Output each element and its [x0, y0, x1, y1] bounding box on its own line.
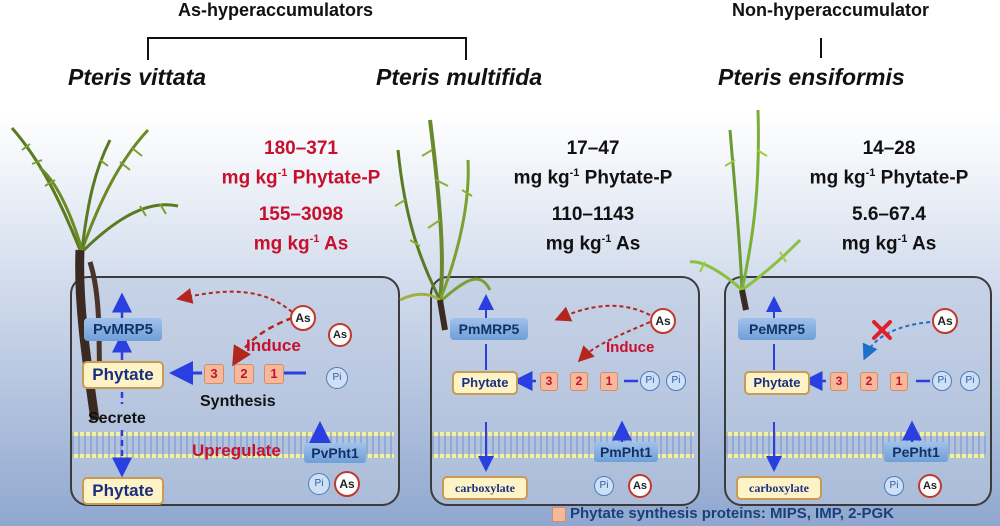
pm-step-3: 3: [540, 372, 558, 391]
pm-step-2: 2: [570, 372, 588, 391]
pe-pi-icon-2: Pi: [960, 371, 980, 391]
pv-mrp5-transporter: PvMRP5: [84, 318, 162, 341]
group-label-hyperaccumulators: As-hyperaccumulators: [178, 0, 374, 20]
pv-step-1: 1: [264, 364, 284, 384]
pe-pht1-transporter: PePht1: [884, 442, 948, 462]
pm-as-icon: As: [650, 308, 676, 334]
species-name-multifida: Pteris multifida: [376, 64, 543, 90]
pv-secrete-label: Secrete: [88, 410, 146, 427]
pm-phytate-unit: mg kg-1 Phytate-P: [513, 167, 673, 189]
pe-phytate-intracellular: Phytate: [744, 371, 810, 395]
pv-as-range: 155–3098: [258, 204, 344, 226]
pe-mrp5-transporter: PeMRP5: [738, 318, 816, 340]
pv-as-inside-icon: As: [328, 323, 352, 347]
pm-step-1: 1: [600, 372, 618, 391]
pv-pi-uptake-icon: Pi: [308, 473, 330, 495]
pv-upregulate-label: Upregulate: [192, 441, 281, 460]
pe-as-uptake-icon: As: [918, 474, 942, 498]
pv-step-2: 2: [234, 364, 254, 384]
pm-pi-icon-2: Pi: [666, 371, 686, 391]
pv-as-outside-icon: As: [290, 305, 316, 331]
pv-pht1-transporter: PvPht1: [304, 443, 366, 463]
pv-concentrations: 180–371 mg kg-1 Phytate-P 155–3098 mg kg…: [206, 136, 396, 257]
pm-concentrations: 17–47 mg kg-1 Phytate-P 110–1143 mg kg-1…: [498, 136, 688, 257]
pe-pi-icon-1: Pi: [932, 371, 952, 391]
pv-as-unit: mg kg-1 As: [253, 233, 349, 255]
pm-pi-icon-1: Pi: [640, 371, 660, 391]
pe-step-1: 1: [890, 372, 908, 391]
fern-ensiformis-icon: [689, 109, 802, 311]
pe-as-unit: mg kg-1 As: [841, 233, 937, 255]
pv-phytate-range: 180–371: [264, 138, 338, 159]
pm-phytate-intracellular: Phytate: [452, 371, 518, 395]
pe-phytate-range: 14–28: [862, 138, 916, 159]
blocked-cross-icon: [872, 320, 892, 340]
pv-synthesis-label: Synthesis: [200, 393, 276, 410]
pm-pht1-transporter: PmPht1: [594, 442, 658, 462]
pe-phytate-unit: mg kg-1 Phytate-P: [809, 167, 969, 189]
pe-concentrations: 14–28 mg kg-1 Phytate-P 5.6–67.4 mg kg-1…: [794, 136, 984, 257]
legend-text: Phytate synthesis proteins: MIPS, IMP, 2…: [570, 505, 894, 522]
group-label-non-hyperaccumulator: Non-hyperaccumulator: [732, 0, 930, 20]
pv-phytate-unit: mg kg-1 Phytate-P: [221, 167, 381, 189]
pe-carboxylate: carboxylate: [736, 476, 822, 500]
pm-as-unit: mg kg-1 As: [545, 233, 641, 255]
pe-step-2: 2: [860, 372, 878, 391]
pe-step-3: 3: [830, 372, 848, 391]
pm-pi-uptake-icon: Pi: [594, 476, 614, 496]
pm-as-range: 110–1143: [551, 204, 635, 226]
pv-induce-label: Induce: [246, 336, 301, 355]
pv-phytate-intracellular: Phytate: [82, 361, 164, 389]
pm-carboxylate: carboxylate: [442, 476, 528, 500]
pm-induce-label: Induce: [606, 339, 655, 356]
pv-phytate-secreted: Phytate: [82, 477, 164, 505]
pe-as-icon: As: [932, 308, 958, 334]
pv-step-3: 3: [204, 364, 224, 384]
pe-as-range: 5.6–67.4: [852, 204, 926, 226]
species-name-ensiformis: Pteris ensiformis: [718, 64, 905, 90]
pv-as-uptake-icon: As: [334, 471, 360, 497]
species-name-vittata: Pteris vittata: [68, 64, 207, 90]
pm-mrp5-transporter: PmMRP5: [450, 318, 528, 340]
pm-as-uptake-icon: As: [628, 474, 652, 498]
fern-multifida-icon: [394, 119, 492, 331]
pm-phytate-range: 17–47: [566, 138, 620, 159]
legend-swatch-icon: [552, 507, 566, 522]
pv-pi-icon: Pi: [326, 367, 348, 389]
pe-pi-uptake-icon: Pi: [884, 476, 904, 496]
